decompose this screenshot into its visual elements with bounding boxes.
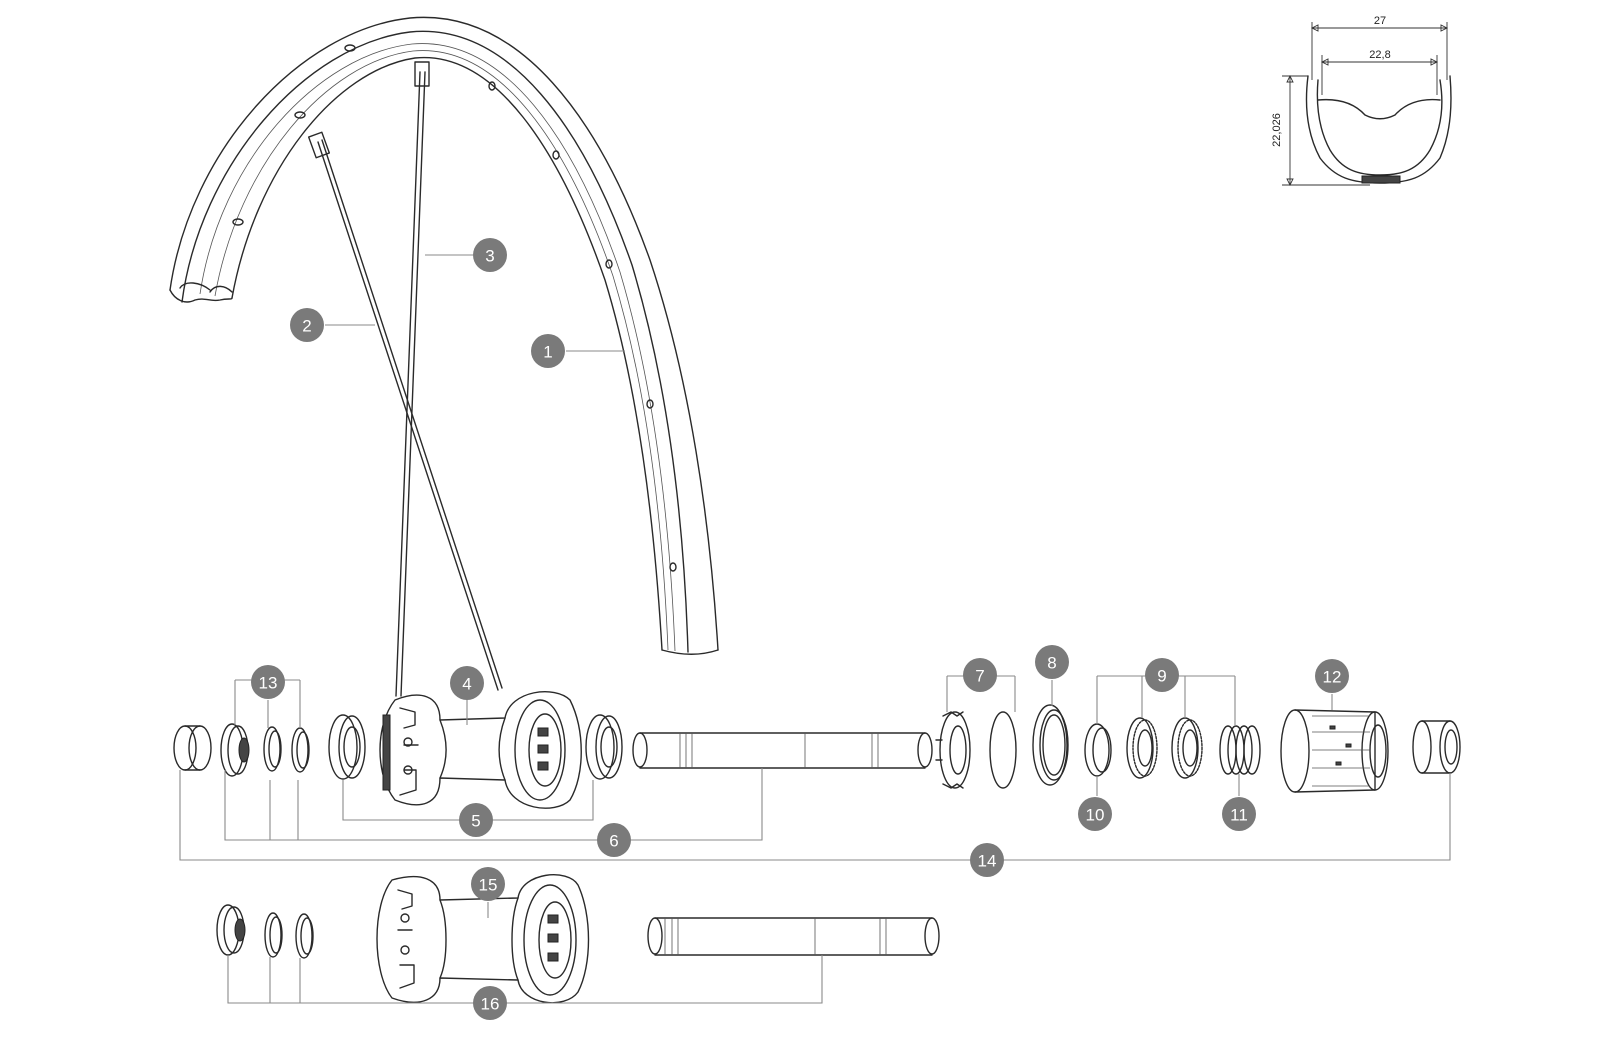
svg-text:12: 12 (1323, 668, 1342, 687)
leader-lines (179, 254, 1451, 1004)
spokes (307, 61, 503, 697)
rim (169, 16, 719, 655)
callout-4: 4 (450, 666, 484, 700)
callout-7: 7 (963, 658, 997, 692)
rim-profile-inset: 27 22,8 22,026 (1271, 15, 1452, 187)
axle (632, 732, 933, 769)
freehub-parts (935, 704, 1461, 793)
callout-16: 16 (473, 986, 507, 1020)
callout-9: 9 (1145, 658, 1179, 692)
svg-text:11: 11 (1230, 806, 1248, 825)
svg-text:6: 6 (609, 832, 618, 851)
callout-14: 14 (970, 843, 1004, 877)
hub-assembly (173, 691, 623, 809)
profile-outer-width: 27 (1374, 15, 1386, 27)
profile-height: 22,026 (1271, 113, 1283, 147)
svg-text:1: 1 (543, 343, 552, 362)
alternate-hub-assembly (216, 874, 940, 1004)
callout-5: 5 (459, 803, 493, 837)
callout-11: 11 (1222, 797, 1256, 831)
svg-text:13: 13 (259, 674, 278, 693)
svg-text:3: 3 (485, 247, 494, 266)
svg-text:14: 14 (978, 852, 997, 871)
svg-text:5: 5 (471, 812, 480, 831)
callout-15: 15 (471, 867, 505, 901)
profile-inner-width: 22,8 (1369, 49, 1390, 61)
callout-6: 6 (597, 823, 631, 857)
callout-3: 3 (473, 238, 507, 272)
svg-text:4: 4 (462, 675, 471, 694)
svg-text:15: 15 (479, 876, 498, 895)
svg-text:10: 10 (1086, 806, 1105, 825)
svg-text:8: 8 (1047, 654, 1056, 673)
callout-1: 1 (531, 334, 565, 368)
svg-text:9: 9 (1157, 667, 1166, 686)
callout-8: 8 (1035, 645, 1069, 679)
callout-2: 2 (290, 308, 324, 342)
svg-text:16: 16 (481, 995, 500, 1014)
svg-text:7: 7 (975, 667, 984, 686)
svg-text:2: 2 (302, 317, 311, 336)
callout-13: 13 (251, 665, 285, 699)
callout-12: 12 (1315, 659, 1349, 693)
callout-10: 10 (1078, 797, 1112, 831)
